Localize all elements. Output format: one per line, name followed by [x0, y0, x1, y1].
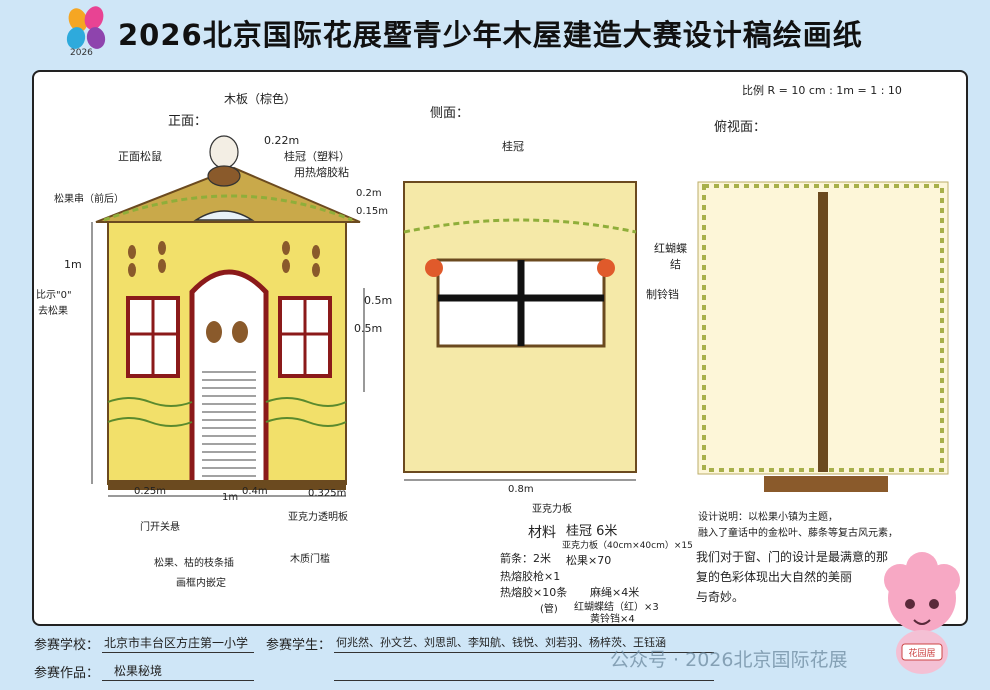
- crown-note: 桂冠: [502, 140, 524, 153]
- materials-acrylic: 亚克力板（40cm×40cm）×15: [562, 541, 693, 551]
- top-view-label: 俯视面：: [714, 120, 767, 135]
- materials-glue: 热熔胶×10条: [500, 586, 568, 599]
- materials-bell: 黄铃铛×4: [590, 614, 635, 625]
- header: 2026 2026北京国际花展暨青少年木屋建造大赛设计稿绘画纸: [0, 0, 990, 70]
- materials-pine: 松果×70: [566, 554, 612, 567]
- dim-roof-1: 0.2m: [356, 188, 382, 199]
- extra-underline: [334, 680, 714, 681]
- page-title: 2026北京国际花展暨青少年木屋建造大赛设计稿绘画纸: [118, 18, 863, 52]
- work-value: 松果秘境: [114, 664, 163, 678]
- side-width: 0.8m: [508, 484, 534, 495]
- students-underline: [334, 652, 714, 653]
- dim-mid-1: 0.5m: [364, 294, 393, 307]
- materials-rope: 麻绳×4米: [590, 586, 640, 599]
- materials-crown: 桂冠 6米: [566, 524, 618, 539]
- dim-door-half: 0.4m: [242, 486, 268, 497]
- materials-tube: (管): [540, 604, 558, 615]
- students-value: 何兆然、孙文艺、刘思凯、李知航、钱悦、刘若羽、杨梓茨、王钰涵: [336, 636, 666, 649]
- school-label: 参赛学校：: [34, 638, 100, 653]
- work-label: 参赛作品：: [34, 666, 100, 681]
- flower-logo-icon: [66, 6, 106, 49]
- flower-mascot-icon: 花园居: [884, 552, 960, 674]
- squirrel-note: 正面松鼠: [118, 150, 162, 163]
- drawing-sheet: 正面： 木板（棕色） 正面松鼠 松果串（前后） 0.22m 桂冠（塑料） 用热熔…: [32, 70, 968, 626]
- pine-note-1: 松果、枯的枝条插: [154, 558, 234, 569]
- mascot-badge: 花园居: [908, 647, 935, 659]
- students-label: 参赛学生：: [266, 638, 332, 653]
- dim-door-width: 1m: [222, 492, 239, 503]
- school-value: 北京市丰台区方庄第一小学: [104, 636, 249, 650]
- top-board-note: 木板（棕色）: [224, 92, 297, 106]
- bow-note-2: 结: [670, 258, 681, 271]
- design-line-5: 与奇妙。: [696, 590, 745, 604]
- top-view-drawing: [697, 181, 949, 492]
- logo-year: 2026: [70, 48, 93, 58]
- roof-note: 桂冠（塑料）: [284, 150, 350, 163]
- wood-door-note: 木质门槛: [290, 554, 330, 565]
- design-line-4: 复的色彩体现出大自然的美丽: [696, 570, 853, 584]
- work-underline: [102, 680, 254, 681]
- acrylic-note-front: 亚克力透明板: [288, 512, 348, 523]
- height-label: 1m: [64, 258, 82, 271]
- materials-title: 材料: [528, 525, 556, 541]
- side-acrylic-note: 亚克力板: [532, 504, 572, 515]
- side-note-1: 比示"0": [36, 290, 72, 301]
- materials-strips: 箭条：2米: [500, 552, 551, 565]
- bell-note: 制铃铛: [646, 288, 679, 301]
- dim-bottom-left: 0.25m: [134, 486, 167, 497]
- front-view-label: 正面：: [168, 114, 208, 129]
- school-underline: [102, 652, 254, 653]
- side-view-label: 侧面：: [430, 106, 470, 121]
- side-view-drawing: [403, 181, 637, 481]
- pinecone-roof-note: 松果串（前后）: [54, 194, 124, 205]
- design-line-3: 我们对于窗、门的设计是最满意的那: [696, 550, 889, 564]
- scale-note: 比例 R = 10 cm : 1m = 1 : 10: [742, 84, 902, 97]
- door-top-note: 门开关悬: [140, 522, 180, 533]
- bow-note-1: 红蝴蝶: [654, 242, 687, 255]
- design-line-1: 设计说明：以松果小镇为主题，: [698, 512, 838, 523]
- materials-glue-gun: 热熔胶枪×1: [500, 570, 561, 583]
- entry-info: 参赛学校： 北京市丰台区方庄第一小学 参赛学生： 何兆然、孙文艺、刘思凯、李知航…: [0, 626, 990, 690]
- watermark: 公众号 · 2026北京国际花展: [610, 649, 848, 671]
- side-note-2: 去松果: [38, 306, 68, 317]
- pine-note-2: 画框内嵌定: [176, 578, 226, 589]
- dim-bottom-right: 0.325m: [308, 488, 347, 499]
- roof-note-2: 用热熔胶粘: [294, 166, 349, 179]
- front-view-drawing: [91, 135, 365, 497]
- dim-top: 0.22m: [264, 134, 300, 147]
- dim-roof-2: 0.15m: [356, 206, 389, 217]
- dim-mid-2: 0.5m: [354, 322, 383, 335]
- materials-bow: 红蝴蝶结（红）×3: [574, 602, 659, 613]
- design-line-2: 融入了童话中的金松叶、藤条等复古风元素，: [698, 528, 898, 539]
